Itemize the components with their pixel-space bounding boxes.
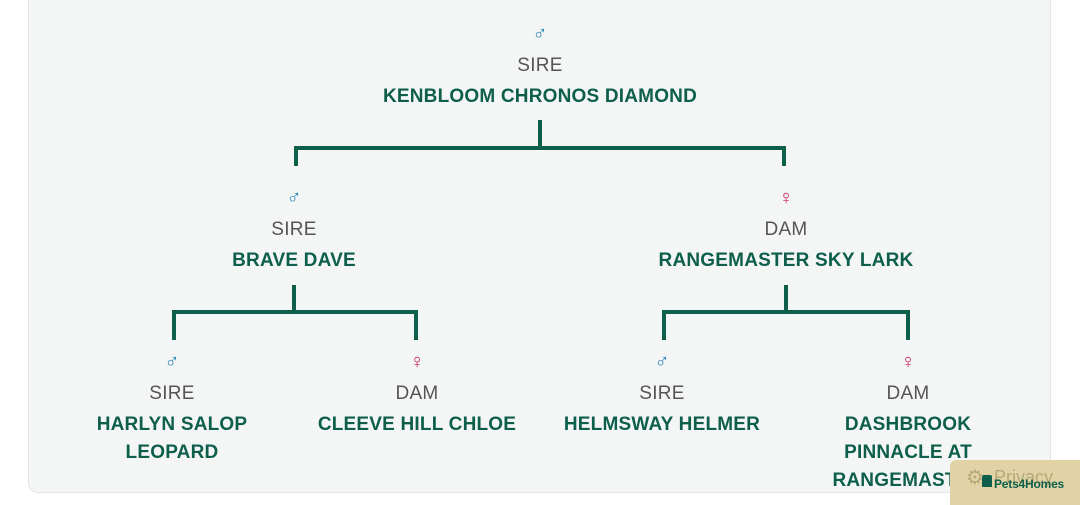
pedigree-node-root: ♂ SIRE KENBLOOM CHRONOS DIAMOND — [360, 24, 720, 111]
female-icon: ♀ — [900, 351, 916, 373]
node-name[interactable]: CLEEVE HILL CHLOE — [317, 414, 517, 435]
pedigree-node-sire-dam: ♀ DAM CLEEVE HILL CHLOE — [297, 352, 537, 439]
node-role: DAM — [395, 383, 439, 404]
privacy-button[interactable]: ⚙ Privacy Pets4Homes — [950, 460, 1080, 505]
connector-root — [294, 120, 786, 166]
pedigree-node-dam-dam: ♀ DAM DASHBROOK PINNACLE AT RANGEMASTER — [793, 352, 1023, 495]
gear-icon: ⚙ — [966, 467, 984, 489]
node-name[interactable]: HARLYN SALOP LEOPARD — [96, 414, 248, 463]
node-role: SIRE — [149, 383, 195, 404]
node-name[interactable]: HELMSWAY HELMER — [563, 414, 761, 435]
node-name[interactable]: KENBLOOM CHRONOS DIAMOND — [382, 86, 698, 107]
female-icon: ♀ — [409, 351, 425, 373]
male-icon: ♂ — [532, 23, 548, 45]
pets4homes-logo-icon — [982, 475, 992, 487]
pedigree-card — [28, 0, 1051, 493]
pedigree-node-dam: ♀ DAM RANGEMASTER SKY LARK — [636, 188, 936, 275]
pedigree-node-sire-sire: ♂ SIRE HARLYN SALOP LEOPARD — [87, 352, 257, 467]
node-role: SIRE — [639, 383, 685, 404]
node-name[interactable]: DASHBROOK PINNACLE AT RANGEMASTER — [832, 414, 984, 491]
pedigree-node-sire: ♂ SIRE BRAVE DAVE — [174, 188, 414, 275]
connector-sire-line — [172, 285, 418, 340]
node-name[interactable]: RANGEMASTER SKY LARK — [658, 250, 914, 271]
node-role: DAM — [764, 219, 808, 240]
connector-dam-line — [662, 285, 910, 340]
male-icon: ♂ — [286, 187, 302, 209]
privacy-label: Privacy — [994, 467, 1054, 487]
male-icon: ♂ — [164, 351, 180, 373]
male-icon: ♂ — [654, 351, 670, 373]
pets4homes-logo: Pets4Homes — [994, 477, 1065, 491]
node-role: SIRE — [271, 219, 317, 240]
node-role: SIRE — [517, 55, 563, 76]
pedigree-node-dam-sire: ♂ SIRE HELMSWAY HELMER — [542, 352, 782, 439]
node-role: DAM — [886, 383, 930, 404]
node-name[interactable]: BRAVE DAVE — [232, 250, 356, 271]
female-icon: ♀ — [778, 187, 794, 209]
